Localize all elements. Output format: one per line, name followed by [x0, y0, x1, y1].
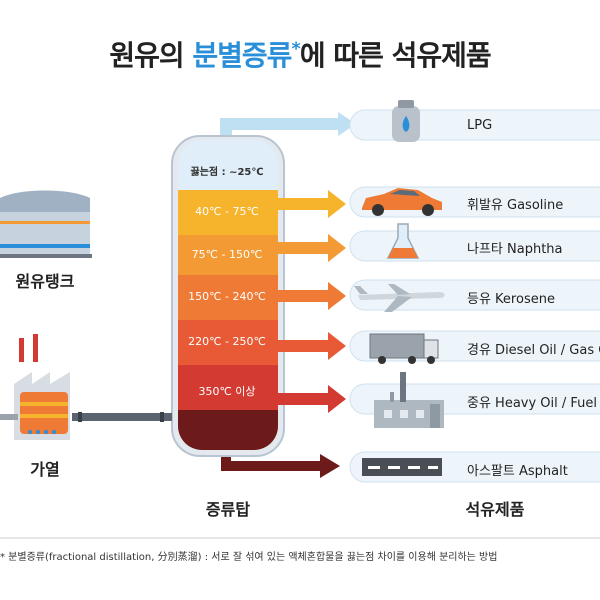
- feed-pipe-flange: [78, 412, 82, 422]
- flask-icon: [386, 223, 420, 259]
- arrow-heavy-oil: [278, 393, 330, 405]
- arrow-gasoline: [278, 198, 330, 210]
- tower-bottom-layer: [178, 410, 278, 450]
- footnote: * 분별증류(fractional distillation, 分別蒸溜) : …: [0, 552, 498, 563]
- layer-label-2: 75℃ - 150℃: [191, 248, 263, 261]
- title-highlight: 분별증류: [192, 39, 292, 72]
- arrowhead-naphtha: [328, 234, 346, 262]
- pill-kerosene: [349, 279, 600, 311]
- layer-label-4: 220℃ - 250℃: [188, 335, 266, 348]
- layer-label-5: 350℃ 이상: [198, 385, 256, 398]
- tower-top-layer: [178, 140, 278, 190]
- road-icon: [362, 458, 442, 476]
- arrow-naphtha: [278, 242, 330, 254]
- tower-layers: [178, 140, 278, 450]
- fraction-arrows: [278, 190, 346, 413]
- title-asterisk: *: [291, 38, 300, 60]
- gas-cylinder-icon: [392, 100, 420, 142]
- label-heating: 가열: [30, 460, 60, 479]
- product-gasoline: 휘발유 Gasoline: [467, 198, 564, 213]
- arrowhead-diesel: [328, 332, 346, 360]
- product-lpg: LPG: [467, 118, 493, 133]
- product-kerosene: 등유 Kerosene: [467, 292, 555, 307]
- top-boiling-point: 끓는점 : ~25℃: [190, 167, 264, 178]
- tower-layer-4: [178, 320, 278, 365]
- product-heavy-oil: 중유 Heavy Oil / Fuel Oil: [467, 396, 600, 411]
- tower-layer-2: [178, 235, 278, 275]
- title-suffix: 에 따른 석유제품: [299, 39, 492, 72]
- arrowhead-heavy-oil: [328, 385, 346, 413]
- car-icon: [362, 188, 442, 216]
- label-crude-oil-tank: 원유탱크: [15, 272, 75, 291]
- arrowhead-kerosene: [328, 282, 346, 310]
- tower-layer-1: [178, 190, 278, 235]
- arrow-kerosene: [278, 290, 330, 302]
- diagram-title: 원유의 분별증류*에 따른 석유제품: [0, 34, 600, 74]
- arrow-diesel: [278, 340, 330, 352]
- product-diesel: 경유 Diesel Oil / Gas Oil: [467, 343, 600, 358]
- tower-layer-5: [178, 365, 278, 410]
- arrowhead-gasoline: [328, 190, 346, 218]
- layer-label-3: 150℃ - 240℃: [188, 290, 266, 303]
- product-asphalt: 아스팔트 Asphalt: [467, 464, 568, 479]
- label-petroleum-products: 석유제품: [465, 500, 525, 519]
- layer-label-1: 40℃ - 75℃: [195, 205, 259, 218]
- furnace-icon: [0, 334, 70, 440]
- title-prefix: 원유의: [109, 39, 193, 72]
- label-distillation-tower: 증류탑: [205, 500, 251, 519]
- truck-icon: [369, 333, 439, 364]
- feed-pipe-flange: [160, 412, 164, 422]
- tower-layer-3: [178, 275, 278, 320]
- product-naphtha: 나프타 Naphtha: [467, 242, 563, 257]
- asphalt-arrow: [320, 454, 340, 478]
- lpg-arrow: [338, 112, 356, 136]
- crude-oil-tank-icon: [0, 190, 92, 258]
- burner-flames: [28, 430, 56, 434]
- feed-pipe: [72, 413, 172, 421]
- factory-icon: [374, 372, 444, 428]
- airplane-icon: [354, 284, 445, 312]
